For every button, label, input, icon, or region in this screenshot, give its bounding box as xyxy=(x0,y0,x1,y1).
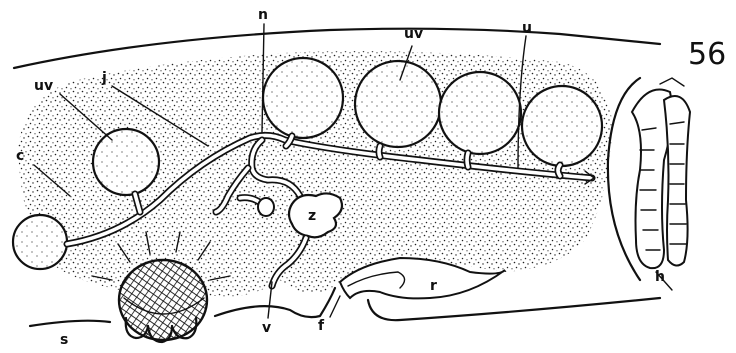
receptaculum xyxy=(258,198,274,216)
label-u: u xyxy=(522,20,532,36)
label-n: n xyxy=(258,7,268,23)
leader-f xyxy=(330,296,340,317)
label-uv-top: uv xyxy=(404,26,423,42)
label-f: f xyxy=(318,318,325,334)
uterine-vesicle xyxy=(13,215,67,269)
label-v: v xyxy=(262,320,271,336)
body-outline-ventral xyxy=(30,321,110,326)
label-s: s xyxy=(60,332,68,348)
uterine-vesicle xyxy=(263,58,343,138)
uterine-vesicle xyxy=(439,72,521,154)
label-h: h xyxy=(655,269,665,285)
label-r: r xyxy=(430,278,437,294)
body-outline-ventral-right xyxy=(368,298,660,320)
label-z: z xyxy=(308,208,316,224)
coiled-organ xyxy=(608,78,690,280)
uterine-vesicle xyxy=(355,61,441,147)
label-uv-left: uv xyxy=(34,78,53,94)
label-j: j xyxy=(101,70,107,86)
uterine-vesicle xyxy=(93,129,159,195)
uterine-vesicle xyxy=(522,86,602,166)
label-c: c xyxy=(16,148,24,164)
figure-number: 56 xyxy=(688,37,726,72)
